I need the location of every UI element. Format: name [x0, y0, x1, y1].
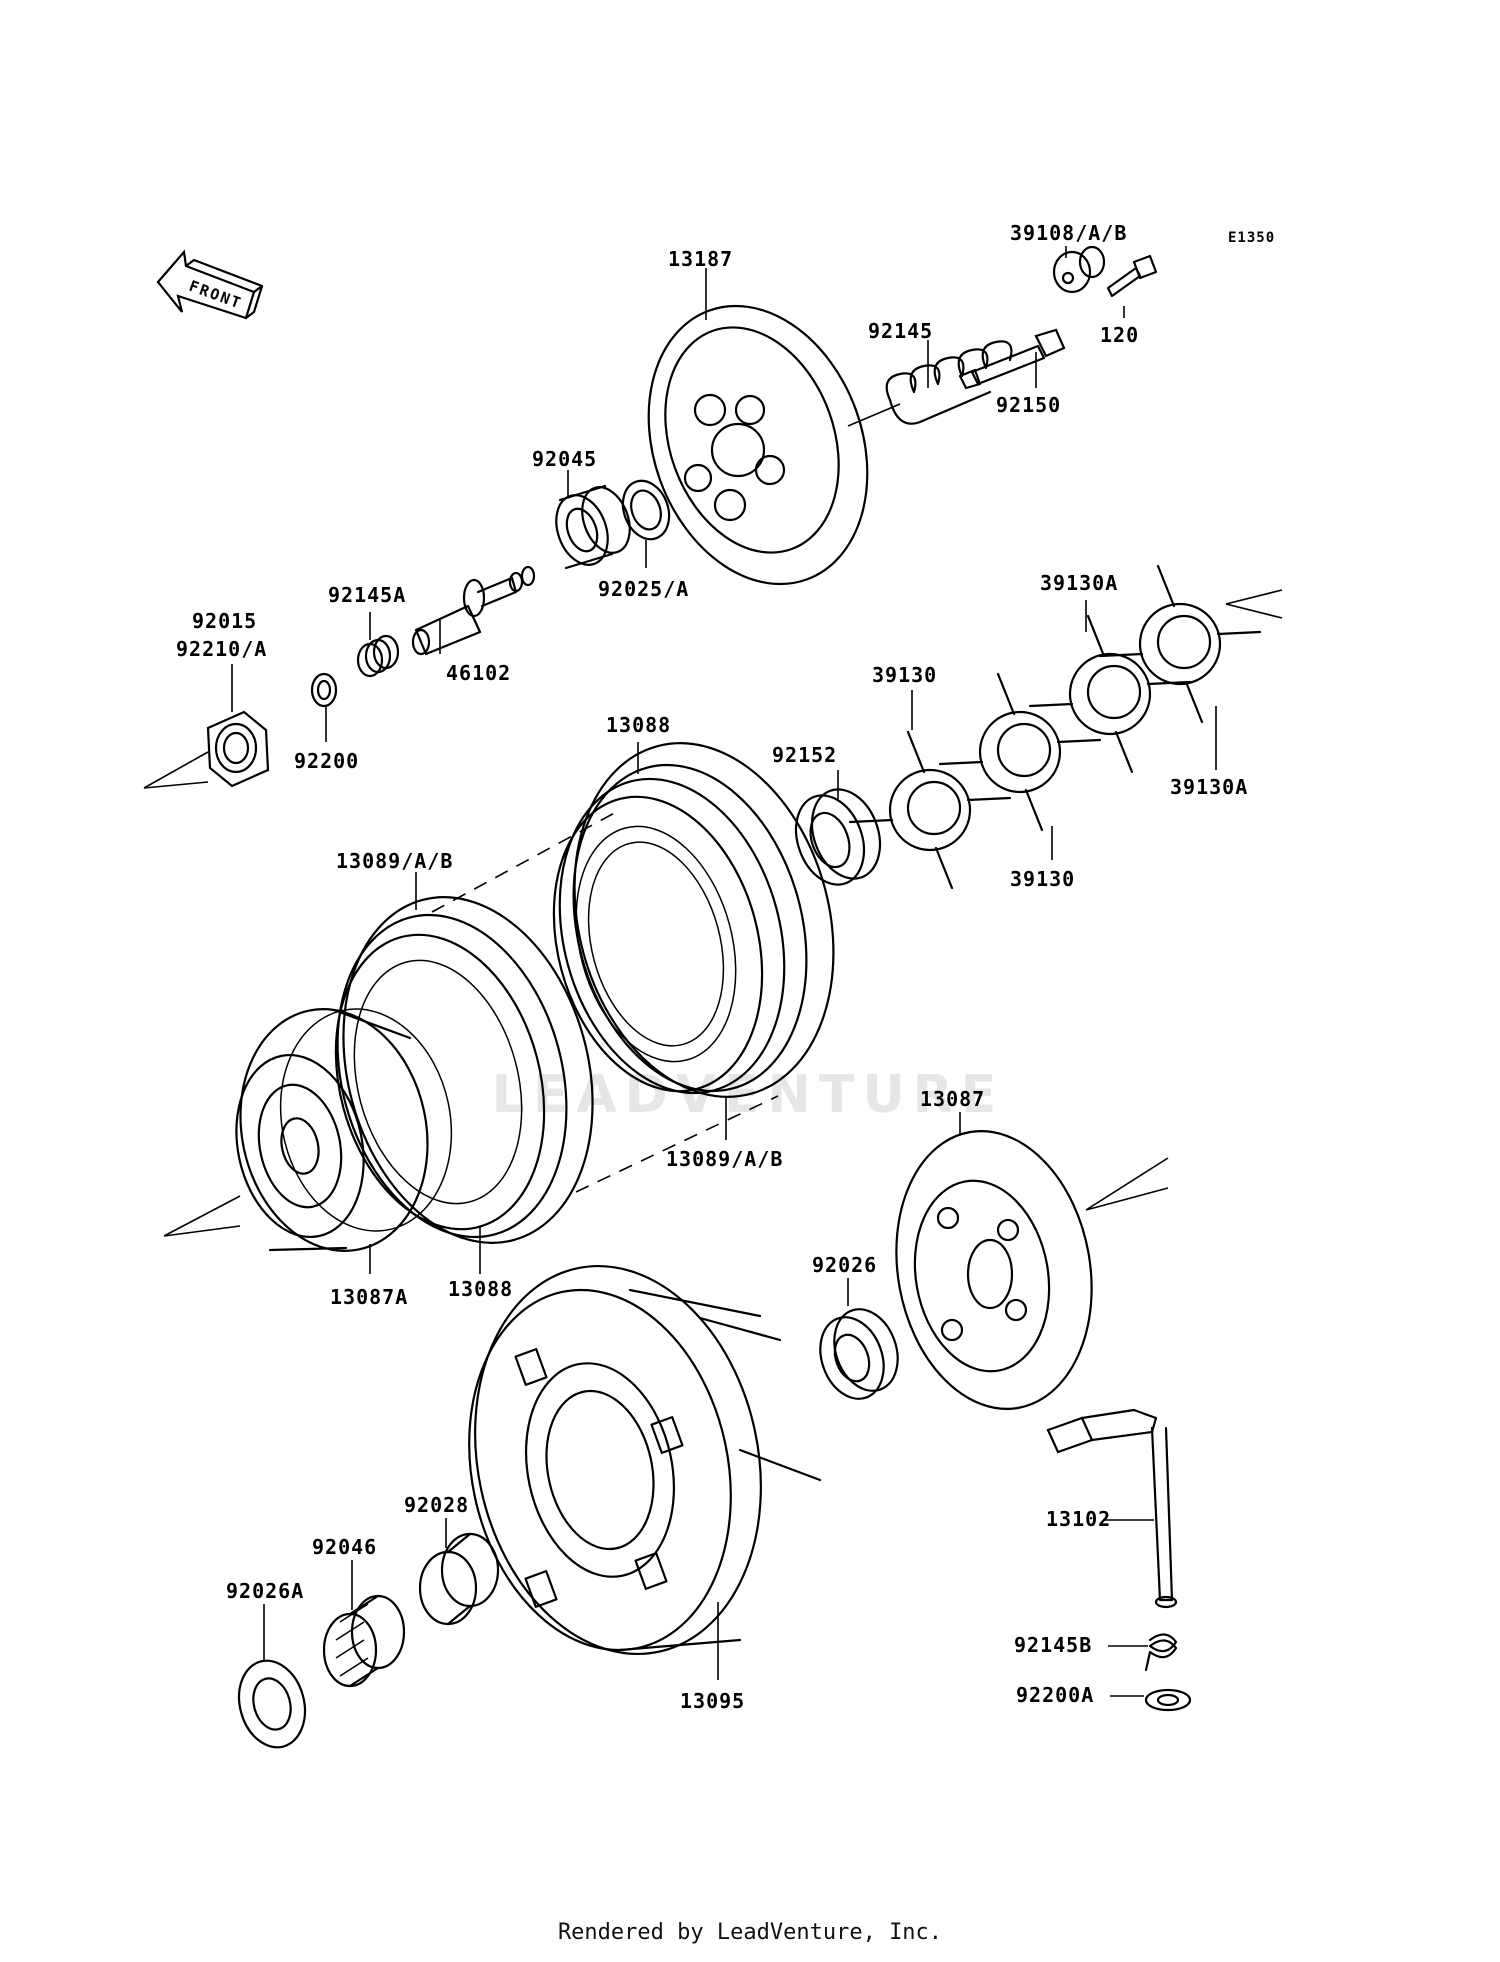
label-13088-bottom: 13088	[448, 1277, 513, 1301]
nut-92015	[206, 710, 270, 788]
label-13089-mid: 13089/A/B	[666, 1147, 783, 1171]
label-92145B: 92145B	[1014, 1633, 1092, 1657]
label-39130A-top: 39130A	[1040, 571, 1118, 595]
spring-92145	[885, 340, 1013, 425]
part-labels: 13187 92145 39108/A/B 120 92150 92045 92…	[176, 221, 1248, 1713]
needle-bearing-92046	[322, 1594, 406, 1688]
label-39130-bottom: 39130	[1010, 867, 1075, 891]
cap-39108	[1052, 245, 1106, 294]
sleeve-92028	[418, 1532, 500, 1626]
spring-92145B	[1144, 1633, 1178, 1672]
label-13102: 13102	[1046, 1507, 1111, 1531]
label-13087A: 13087A	[330, 1285, 408, 1309]
label-39130-top: 39130	[872, 663, 937, 687]
spring-plates-39130	[848, 564, 1262, 890]
label-92145: 92145	[868, 319, 933, 343]
label-92028: 92028	[404, 1493, 469, 1517]
diagram-code: E1350	[1228, 230, 1275, 246]
bearing-92045	[555, 484, 631, 570]
label-92210: 92210/A	[176, 637, 267, 661]
clutch-hub-13087A	[235, 1008, 453, 1252]
label-13088-top: 13088	[606, 713, 671, 737]
plate-13087	[895, 1130, 1093, 1410]
push-rod-46102	[411, 565, 536, 656]
collar-92152	[794, 788, 882, 886]
label-92200A: 92200A	[1016, 1683, 1094, 1707]
label-39130A-right: 39130A	[1170, 775, 1248, 799]
washer-92200A	[1144, 1688, 1192, 1712]
bolt-92150	[958, 328, 1066, 390]
bolt-120	[1106, 254, 1158, 298]
label-92026: 92026	[812, 1253, 877, 1277]
label-92026A: 92026A	[226, 1579, 304, 1603]
spring-92145A	[356, 634, 400, 678]
footer-credit: Rendered by LeadVenture, Inc.	[557, 1920, 943, 1945]
front-arrow-icon: FRONT	[156, 249, 264, 320]
label-13089-left: 13089/A/B	[336, 849, 453, 873]
label-92046: 92046	[312, 1535, 377, 1559]
friction-plate-13088-top	[552, 742, 835, 1098]
label-13187: 13187	[668, 247, 733, 271]
label-92150: 92150	[996, 393, 1061, 417]
label-92015: 92015	[192, 609, 257, 633]
label-13095: 13095	[680, 1689, 745, 1713]
label-92200: 92200	[294, 749, 359, 773]
label-46102: 46102	[446, 661, 511, 685]
clutch-housing-13095	[468, 1264, 822, 1656]
steel-plate-13089	[334, 896, 594, 1244]
label-92145A: 92145A	[328, 583, 406, 607]
washer-92026A	[237, 1659, 307, 1749]
collar-92026	[819, 1308, 899, 1400]
leader-lines	[143, 246, 1283, 1697]
washer-92025	[621, 479, 671, 541]
label-92045: 92045	[532, 447, 597, 471]
label-92152: 92152	[772, 743, 837, 767]
label-92025: 92025/A	[598, 577, 689, 601]
washer-92200	[310, 672, 338, 708]
lever-shaft-13102	[1046, 1408, 1178, 1609]
label-39108: 39108/A/B	[1010, 221, 1127, 245]
pressure-plate-13187	[647, 304, 869, 586]
label-120: 120	[1100, 323, 1139, 347]
label-13087: 13087	[920, 1087, 985, 1111]
